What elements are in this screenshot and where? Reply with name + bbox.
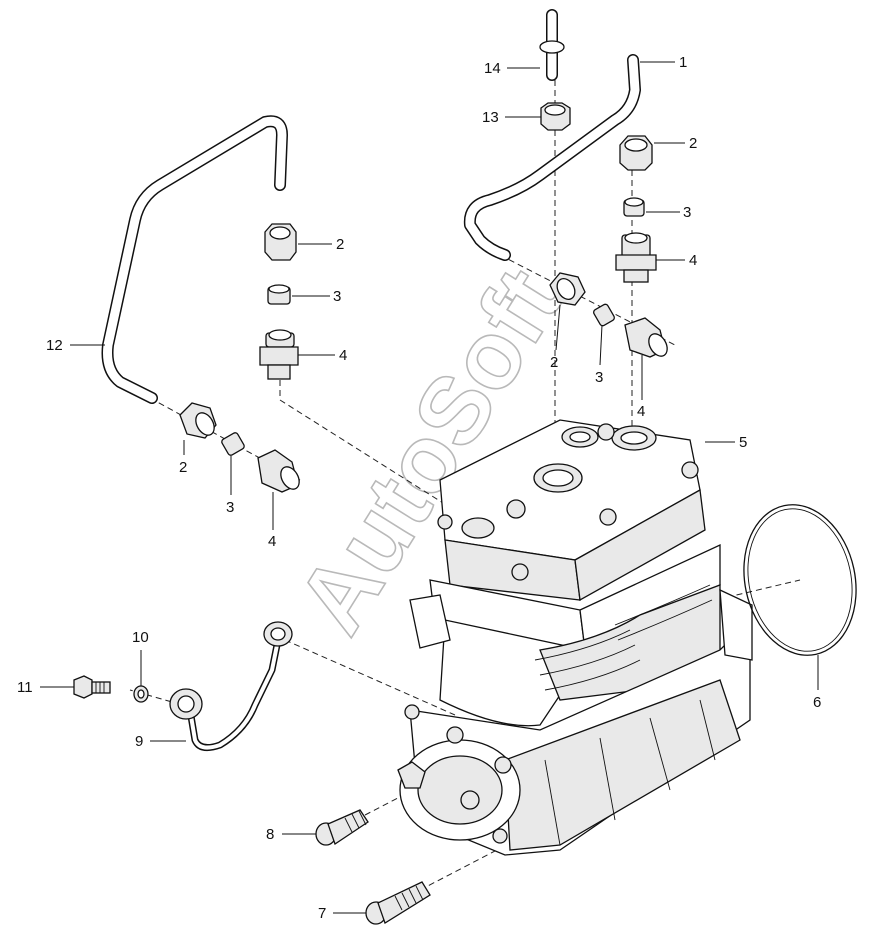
sleeve-3-left-upper xyxy=(267,284,291,305)
callout-8: 8 xyxy=(266,826,274,843)
banjo-bolt-11 xyxy=(73,675,111,699)
union-4-right xyxy=(615,232,657,283)
callout-4-left-lower: 4 xyxy=(268,533,276,550)
callout-3-left-upper: 3 xyxy=(333,288,341,305)
callout-2: 2 xyxy=(689,135,697,152)
sleeve-3-mid xyxy=(593,303,615,327)
callout-2-left-upper: 2 xyxy=(336,236,344,253)
nut-2-left-upper xyxy=(264,223,297,261)
sleeve-3-left-lower xyxy=(221,432,245,456)
callout-labels: 1 2 3 4 5 6 7 8 9 10 11 12 13 14 2 3 4 2… xyxy=(17,54,821,922)
nut-2-right xyxy=(619,135,653,171)
pipe-1 xyxy=(463,54,641,261)
nut-2-mid xyxy=(549,272,586,306)
bolt-8 xyxy=(315,809,369,846)
callout-9: 9 xyxy=(135,733,143,750)
callout-3-left-lower: 3 xyxy=(226,499,234,516)
callout-7: 7 xyxy=(318,905,326,922)
union-4-left-upper xyxy=(259,329,299,380)
callout-3-mid: 3 xyxy=(595,369,603,386)
callout-2-left-lower: 2 xyxy=(179,459,187,476)
compressor-body xyxy=(397,419,753,856)
nut-2-left-lower xyxy=(179,402,217,439)
callout-10: 10 xyxy=(132,629,149,646)
callout-2-mid: 2 xyxy=(550,354,558,371)
union-4-left-lower xyxy=(257,449,300,493)
callout-4: 4 xyxy=(689,252,697,269)
pipe-14 xyxy=(539,9,565,81)
callout-11: 11 xyxy=(17,679,33,696)
union-4-mid xyxy=(624,317,668,358)
callout-1: 1 xyxy=(679,54,687,71)
callout-6: 6 xyxy=(813,694,821,711)
washer-10 xyxy=(133,685,149,703)
callout-5: 5 xyxy=(739,434,747,451)
bolt-7 xyxy=(365,881,431,925)
nut-13 xyxy=(540,102,571,131)
callout-12: 12 xyxy=(46,337,63,354)
callout-3: 3 xyxy=(683,204,691,221)
leader-lines xyxy=(40,61,819,914)
o-ring-6 xyxy=(743,504,857,656)
pipe-12 xyxy=(101,115,288,404)
callout-4-left-upper: 4 xyxy=(339,347,347,364)
sleeve-3-right xyxy=(623,197,645,217)
callout-4-mid: 4 xyxy=(637,403,645,420)
callout-14: 14 xyxy=(484,60,501,77)
pipe-9 xyxy=(169,621,293,752)
callout-13: 13 xyxy=(482,109,499,126)
